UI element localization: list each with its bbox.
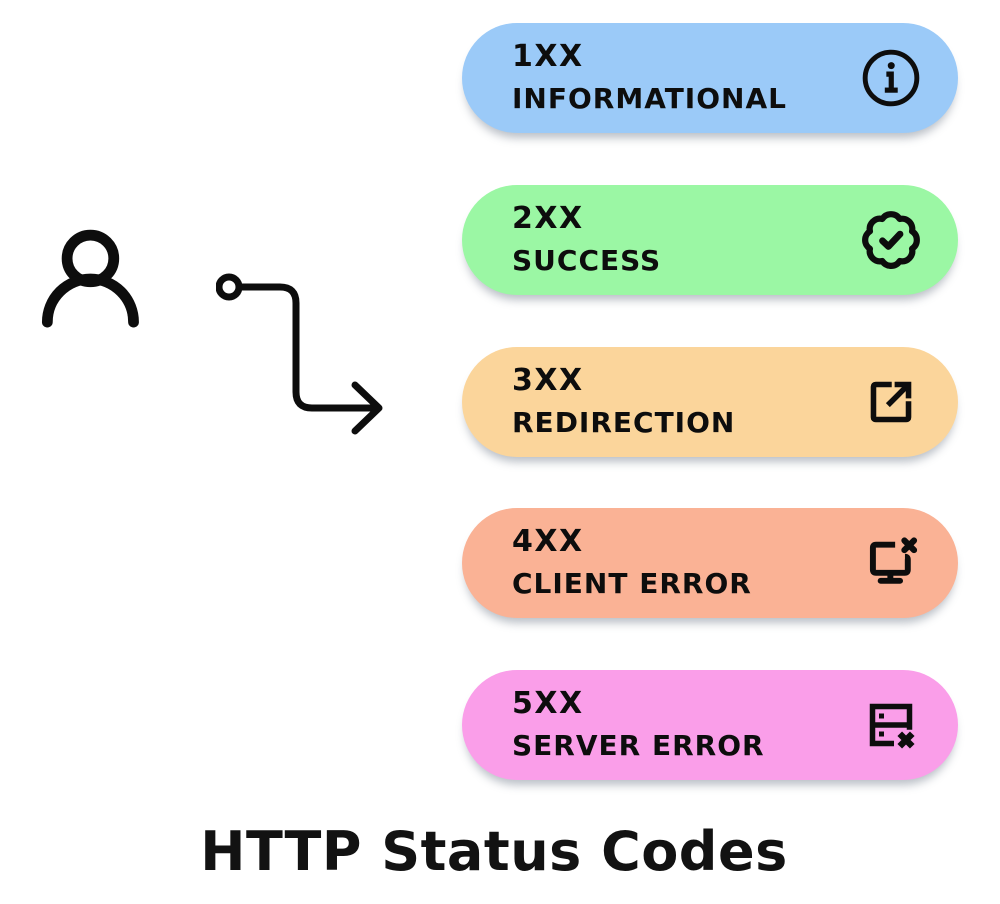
status-label: SUCCESS (512, 244, 662, 277)
status-card-1xx-text: 1XX INFORMATIONAL (512, 36, 787, 120)
status-label: INFORMATIONAL (512, 82, 787, 115)
status-card-3xx-text: 3XX REDIRECTION (512, 360, 735, 444)
status-code: 2XX (512, 201, 584, 236)
page-title: HTTP Status Codes (200, 820, 788, 883)
server-x-icon (860, 694, 922, 756)
user-icon (34, 224, 152, 340)
external-link-icon (860, 371, 922, 433)
status-label: REDIRECTION (512, 406, 736, 439)
status-code: 3XX (512, 363, 584, 398)
route-arrow-icon (215, 268, 388, 444)
badge-check-icon (860, 209, 922, 271)
status-code: 1XX (512, 39, 584, 74)
status-card-4xx: 4XX CLIENT ERROR (462, 508, 958, 618)
status-code: 4XX (512, 524, 584, 559)
info-icon (860, 47, 922, 109)
status-card-3xx: 3XX REDIRECTION (462, 347, 958, 457)
status-label: SERVER ERROR (512, 729, 765, 762)
status-card-5xx: 5XX SERVER ERROR (462, 670, 958, 780)
status-card-2xx: 2XX SUCCESS (462, 185, 958, 295)
status-card-5xx-text: 5XX SERVER ERROR (512, 683, 765, 767)
monitor-x-icon (860, 532, 922, 594)
status-card-4xx-text: 4XX CLIENT ERROR (512, 521, 752, 605)
status-code: 5XX (512, 686, 584, 721)
status-card-2xx-text: 2XX SUCCESS (512, 198, 661, 282)
status-label: CLIENT ERROR (512, 567, 752, 600)
status-card-1xx: 1XX INFORMATIONAL (462, 23, 958, 133)
